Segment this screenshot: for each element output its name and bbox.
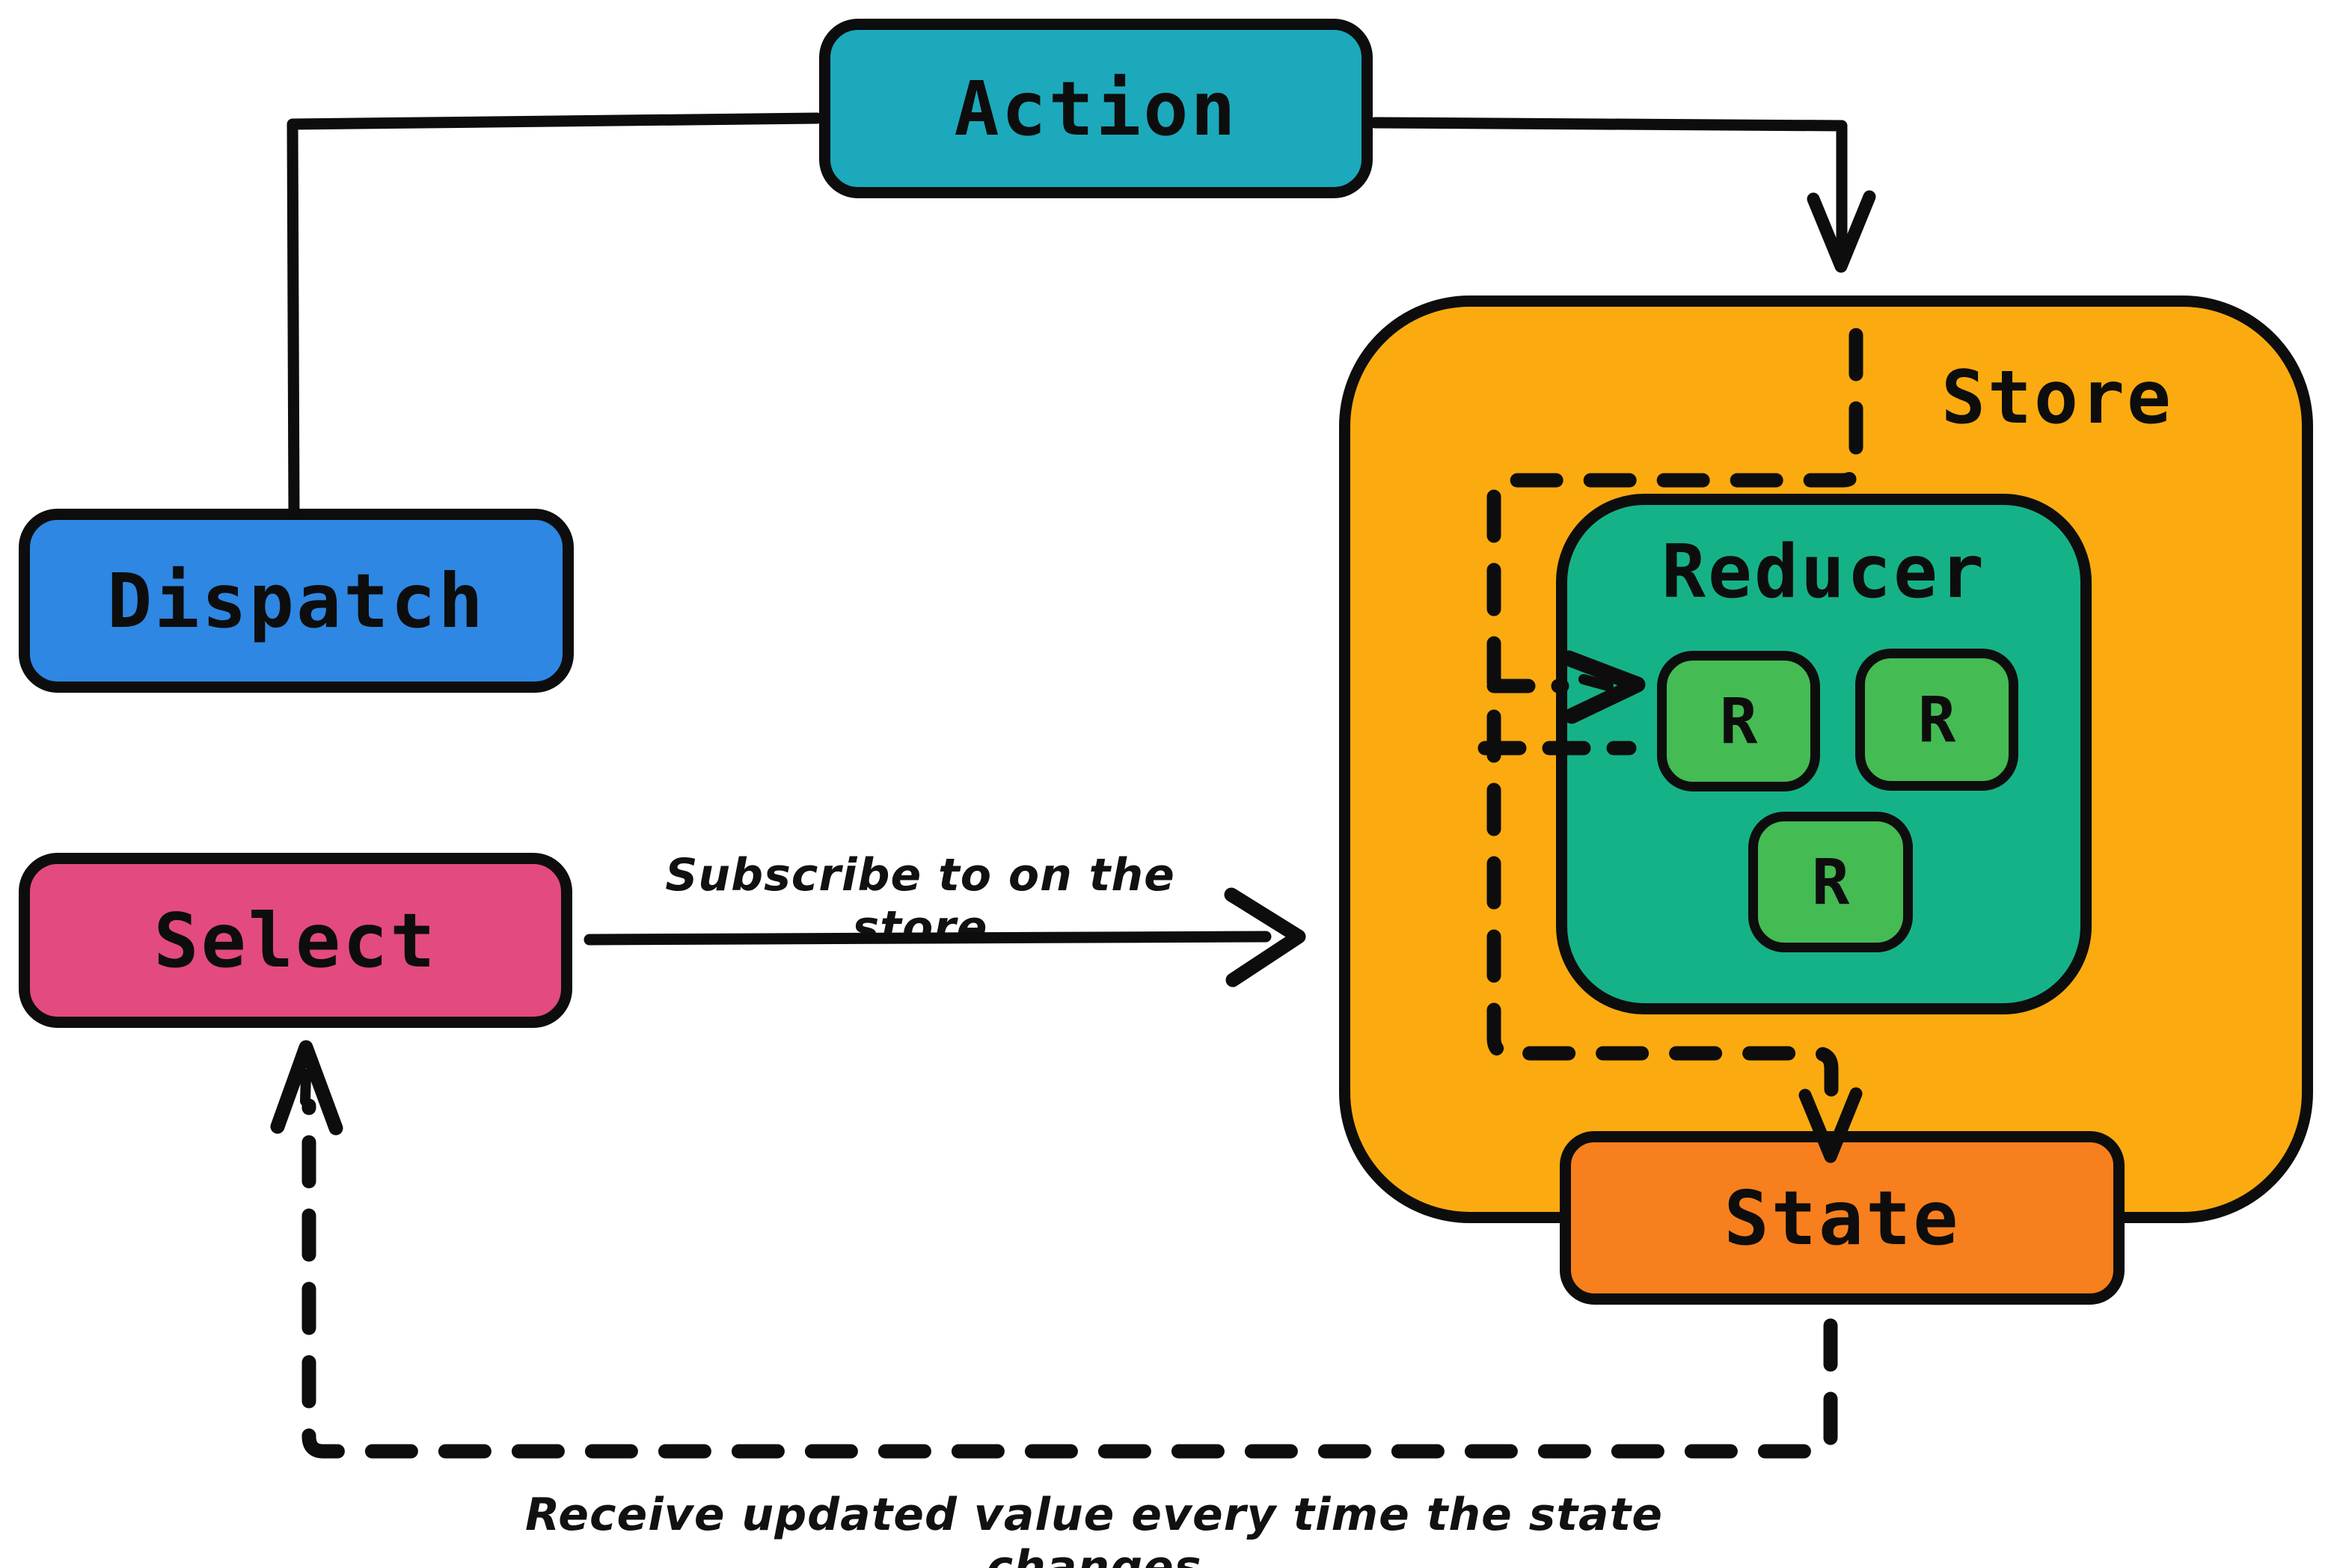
dispatch-to-action-arrow <box>287 112 823 519</box>
state-node: State <box>1560 1131 2125 1305</box>
reducer-r-box-1: R <box>1657 651 1820 791</box>
store-label: Store <box>1941 355 2173 441</box>
select-node: Select <box>19 853 572 1028</box>
reducer-r-box-3: R <box>1748 812 1913 952</box>
reducer-r-box-2: R <box>1855 649 2018 791</box>
reducer-label: Reducer <box>1661 530 1986 615</box>
action-node: Action <box>819 19 1373 198</box>
receive-annotation: Receive updated value every time the sta… <box>525 1489 1663 1568</box>
action-to-store-arrow <box>1369 117 1876 273</box>
select-return-arrowhead <box>270 1040 343 1136</box>
subscribe-annotation: Subscribe to on the store <box>665 849 1175 954</box>
dispatch-node: Dispatch <box>19 509 574 693</box>
